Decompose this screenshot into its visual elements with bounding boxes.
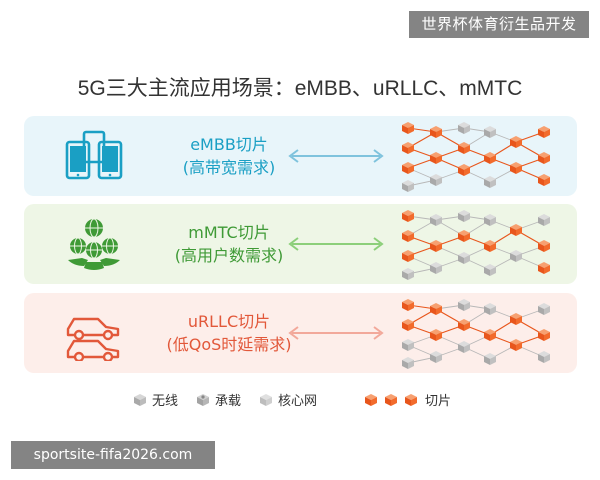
network-node [402,339,414,351]
network-slice-graph [402,210,550,280]
urllc-label-line2: (低QoS时延需求) [166,335,292,354]
mmtc-label: mMTC切片 (高用户数需求) [154,221,304,267]
double-arrow-icon [288,237,384,251]
legend-bearer: 承载 [195,390,241,409]
mmtc-label-line2: (高用户数需求) [174,246,284,265]
legend-core: 核心网 [258,390,317,409]
slice-node [402,319,414,331]
core-node-icon [260,393,272,406]
cars-icon [64,305,124,363]
network-node [484,353,496,365]
network-node [510,250,522,262]
slice-node [510,136,522,148]
slice-node [430,152,442,164]
bottom-watermark: sportsite-fifa2026.com [11,441,215,469]
embb-slice-panel: eMBB切片 (高带宽需求) [24,116,577,196]
slice-node [538,262,550,274]
slice-node [458,164,470,176]
network-node [402,357,414,369]
slice-node [538,240,550,252]
slice-node [430,303,442,315]
slice-node [402,142,414,154]
network-node [538,303,550,315]
network-node [430,214,442,226]
slice-node [402,299,414,311]
slice-node [510,339,522,351]
legend-slice: 切片 [363,390,451,409]
slice-node [430,329,442,341]
bearer-node-icon [197,393,209,406]
network-node [484,214,496,226]
urllc-label-line1: uRLLC切片 [187,312,271,331]
slice-node [484,329,496,341]
slice-node [538,329,550,341]
network-node [484,264,496,276]
slice-node [510,162,522,174]
slice-node [402,230,414,242]
embb-label-line1: eMBB切片 [190,135,268,154]
network-slice-graph [402,299,550,369]
network-node [430,262,442,274]
slice-node [402,210,414,222]
network-node [484,303,496,315]
tablet-devices-icon [64,128,124,184]
network-slice-graph [402,122,550,192]
slice-node [430,126,442,138]
mmtc-label-line1: mMTC切片 [188,223,270,242]
network-node [402,180,414,192]
slice-node [484,152,496,164]
embb-label: eMBB切片 (高带宽需求) [154,133,304,179]
slice-node [458,319,470,331]
diagram-title: 5G三大主流应用场景：eMBB、uRLLC、mMTC [77,77,523,100]
slice-node [510,313,522,325]
urllc-label: uRLLC切片 (低QoS时延需求) [154,310,304,356]
network-node [484,126,496,138]
slice-node [402,162,414,174]
legend-bearer-label: 承载 [215,394,242,409]
slice-node [484,240,496,252]
slice-node [510,224,522,236]
network-node [458,341,470,353]
mmtc-slice-panel: mMTC切片 (高用户数需求) [24,204,577,284]
slice-node [402,250,414,262]
globe-hands-icon [64,216,124,272]
legend: 无线 承载 核心网 [0,386,600,416]
top-watermark: 世界杯体育衍生品开发 [409,11,589,38]
slice-node [458,230,470,242]
wireless-cube-icon [134,393,146,406]
network-node [402,268,414,280]
slice-node [538,174,550,186]
legend-slice-label: 切片 [425,394,452,409]
slice-node [538,152,550,164]
legend-wireless: 无线 [132,390,178,409]
network-node [458,122,470,134]
network-node [484,176,496,188]
network-node [430,174,442,186]
slice-node [430,240,442,252]
slice-node [402,122,414,134]
network-node [538,214,550,226]
slice-nodes-icon [365,393,417,406]
embb-label-line2: (高带宽需求) [182,158,276,177]
urllc-slice-panel: uRLLC切片 (低QoS时延需求) [24,293,577,373]
network-node [430,351,442,363]
double-arrow-icon [288,326,384,340]
legend-core-label: 核心网 [278,394,318,409]
legend-wireless-label: 无线 [152,394,179,409]
network-node [538,351,550,363]
slice-node [458,142,470,154]
network-node [458,299,470,311]
network-node [458,252,470,264]
double-arrow-icon [288,149,384,163]
slice-node [538,126,550,138]
network-node [458,210,470,222]
